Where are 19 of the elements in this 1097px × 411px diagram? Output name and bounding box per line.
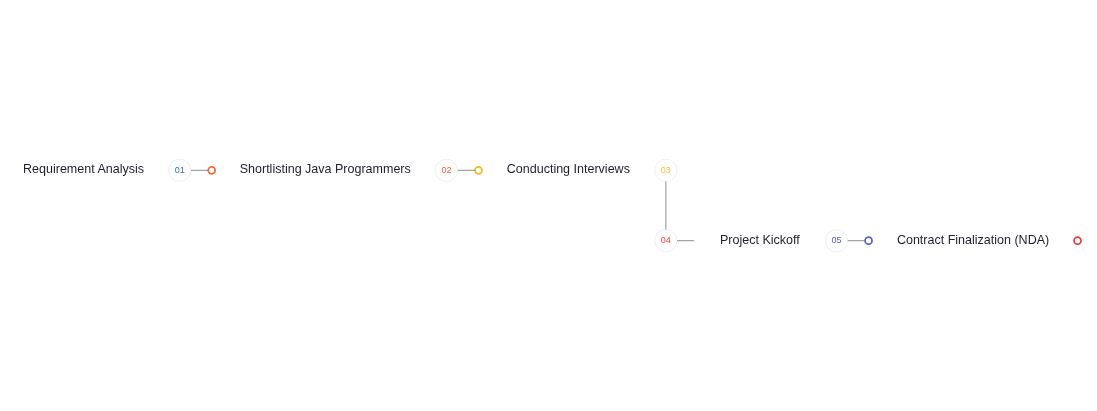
node-text: Project Kickoff <box>720 232 800 247</box>
node-circle <box>864 236 873 246</box>
node-text: Requirement Analysis <box>23 162 145 177</box>
node-circle: 02 <box>434 158 458 182</box>
node-circle <box>474 165 483 175</box>
connector <box>676 240 695 242</box>
connector <box>665 181 667 230</box>
node-circle <box>1073 236 1082 246</box>
node-circle: 04 <box>654 229 678 253</box>
node-text: Contract Finalization (NDA) <box>896 232 1050 247</box>
node-circle: 03 <box>654 158 678 182</box>
connector <box>457 169 476 171</box>
node-circle: 05 <box>825 229 848 253</box>
connector <box>190 169 209 171</box>
node-circle: 01 <box>168 158 192 182</box>
node-text: Conducting Interviews <box>506 162 630 177</box>
node-circle <box>207 165 217 175</box>
node-text: Shortlisting Java Programmers <box>239 162 411 177</box>
connector <box>847 240 866 242</box>
